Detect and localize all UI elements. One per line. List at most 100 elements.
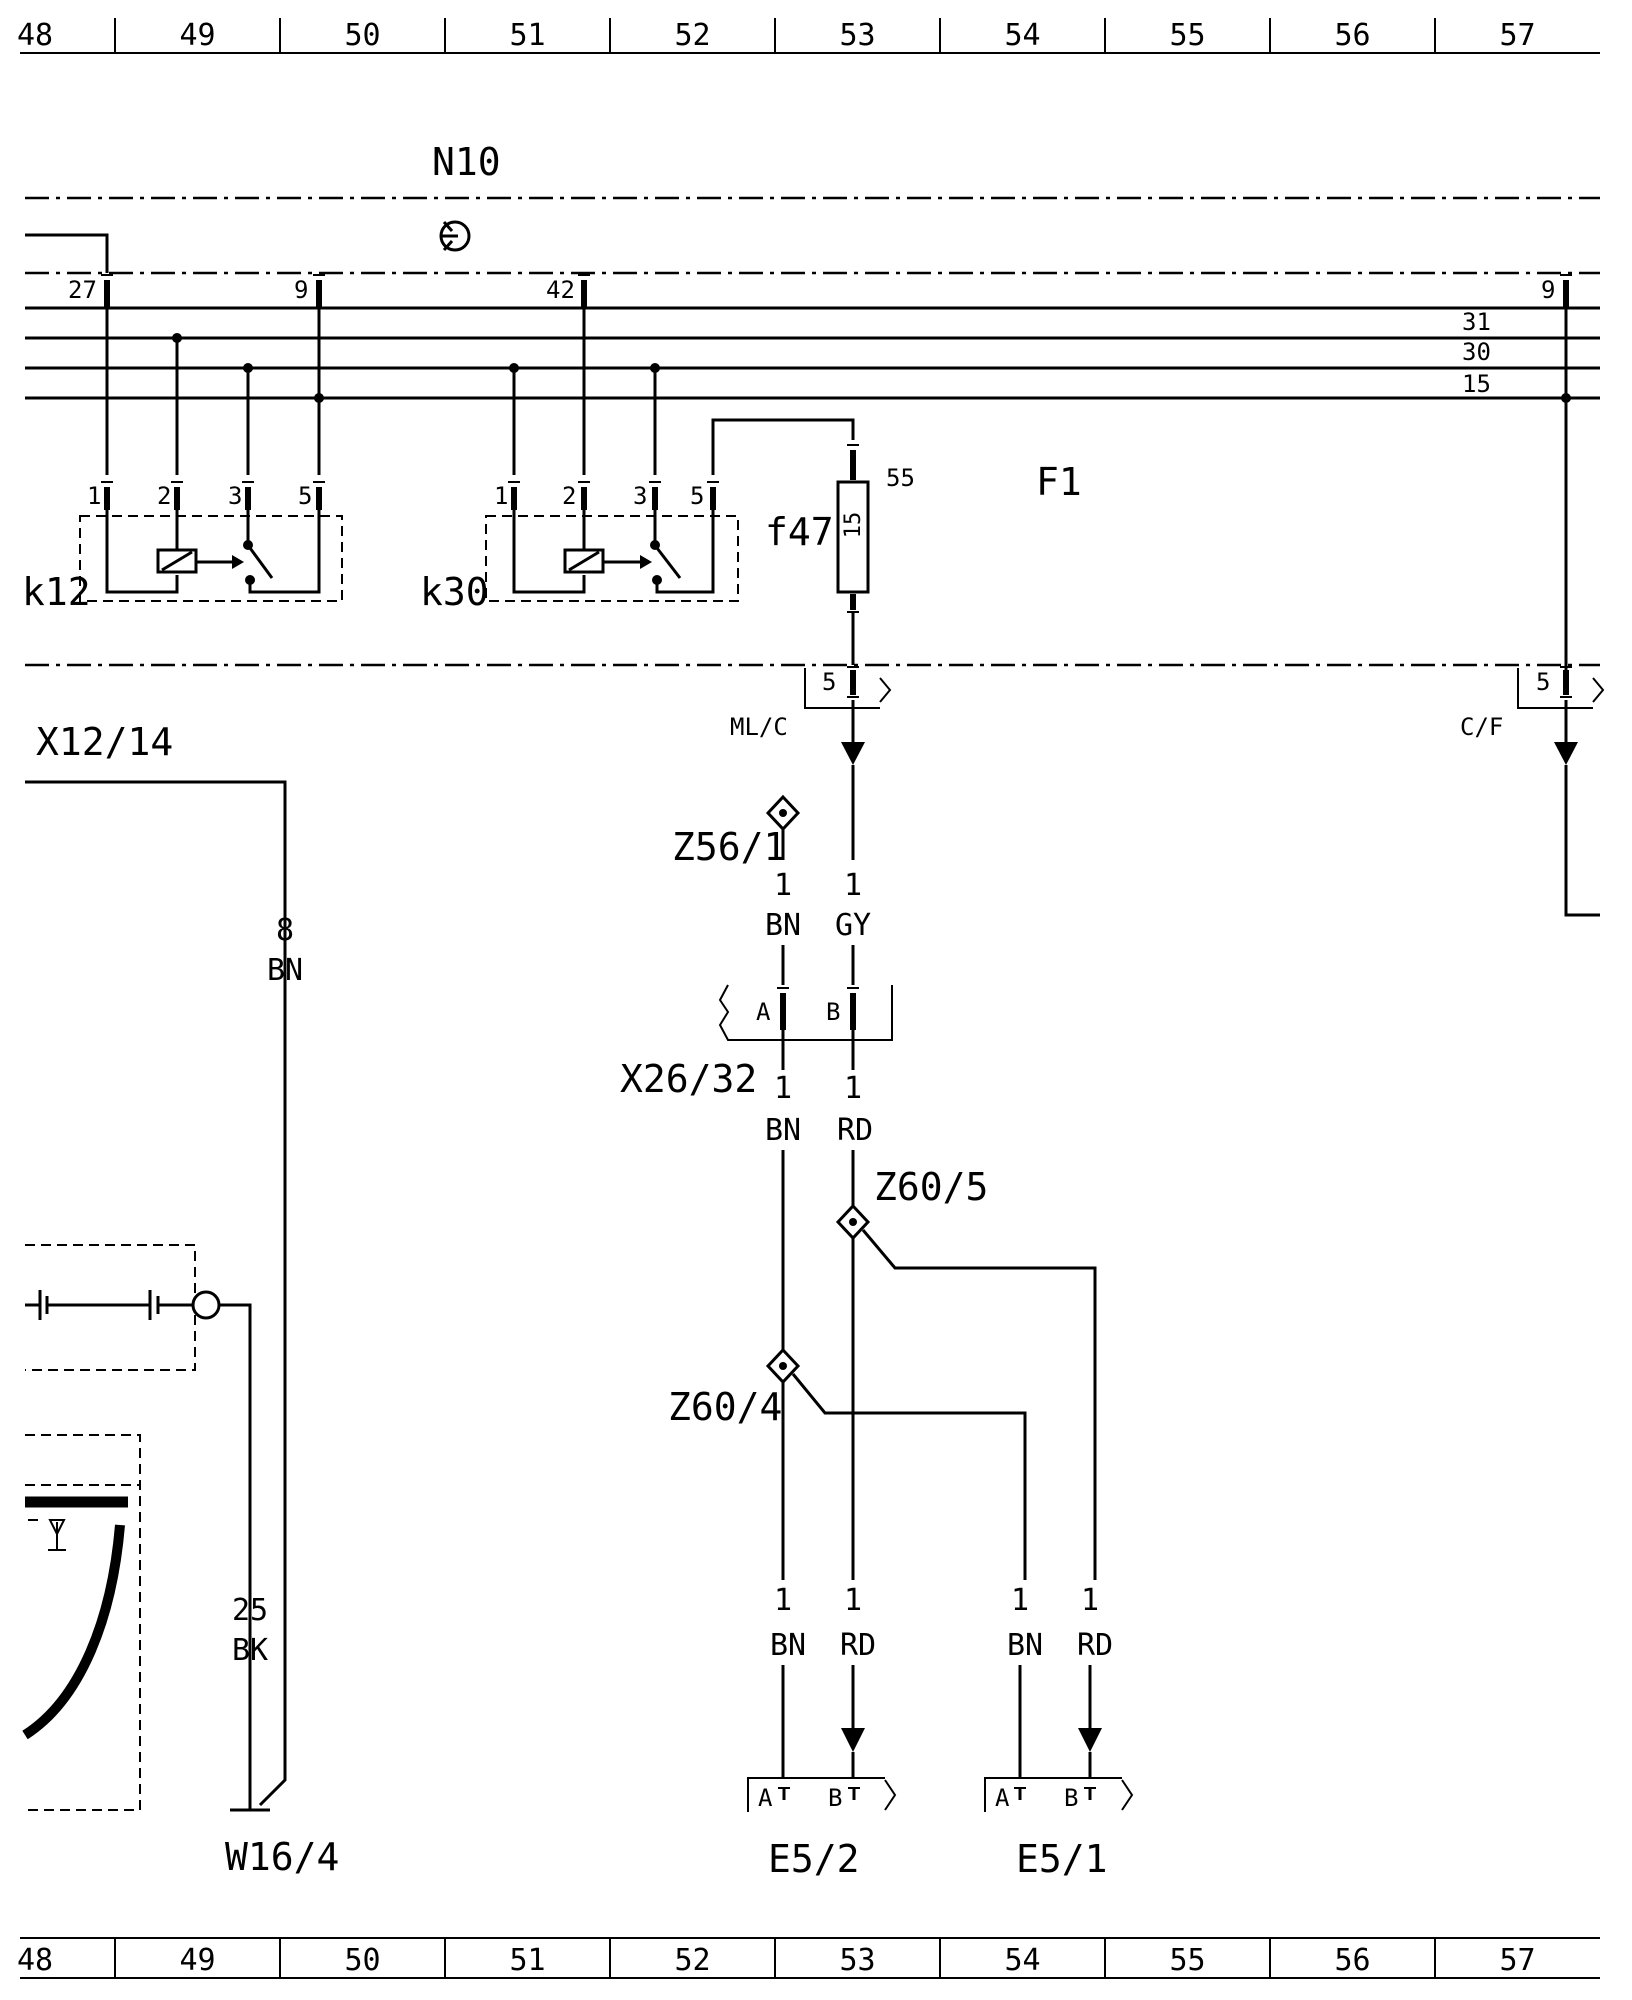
- x26-pin-b: B: [826, 998, 840, 1026]
- w16-4-label: W16/4: [225, 1835, 339, 1879]
- e5-2-pin-b: B: [828, 1784, 842, 1812]
- wire-x12-num: 8: [276, 913, 294, 948]
- f47-label: f47: [765, 510, 834, 554]
- e5-1-pin-a: A: [995, 1784, 1010, 1812]
- k30-pin-1: 1: [494, 482, 508, 510]
- grid-bottom-cell-label: 51: [509, 1943, 545, 1978]
- k12-pin-3: 3: [228, 482, 242, 510]
- wire-e51-b-color: RD: [1077, 1628, 1113, 1663]
- n10-pin-27-label: 27: [68, 276, 97, 304]
- k30-pin-3: 3: [633, 482, 647, 510]
- relay-k30: [485, 363, 855, 602]
- grid-top-cell-label: 53: [839, 18, 875, 53]
- partial-component-left: [25, 1244, 270, 1812]
- grid-top-cell-label: 52: [674, 18, 710, 53]
- grid-bottom-cell-label: 53: [839, 1943, 875, 1978]
- connector-ml-c-pin-5: 5: [822, 668, 836, 696]
- wire-w16-color: BK: [232, 1633, 268, 1668]
- connector-e5-1: [984, 1777, 1134, 1812]
- grid-bottom-cell-label: 48: [17, 1943, 53, 1978]
- f47-rating: 15: [841, 512, 866, 539]
- n10-pin-connectors: [25, 233, 1572, 670]
- wire-x26-b-color: RD: [837, 1113, 873, 1148]
- grid-bottom-cell-label: 50: [344, 1943, 380, 1978]
- relay-k12: [79, 333, 343, 602]
- grid-bottom-cell-label: 57: [1499, 1943, 1535, 1978]
- grid-top-cell-label: 48: [17, 18, 53, 53]
- wire-e52-a-color: BN: [770, 1628, 806, 1663]
- splice-z56-1: [765, 794, 801, 860]
- connector-c-f-pin-5: 5: [1536, 668, 1550, 696]
- n10-pin-9-right-label: 9: [1541, 276, 1555, 304]
- n10-module-boundary: [25, 196, 1600, 667]
- f47-pin-55: 55: [886, 464, 915, 492]
- bus-label-30: 30: [1462, 338, 1491, 366]
- k12-pin-2: 2: [157, 482, 171, 510]
- z60-5-label: Z60/5: [874, 1165, 988, 1209]
- grid-top-cell-label: 57: [1499, 18, 1535, 53]
- wire-e51-a-color: BN: [1007, 1628, 1043, 1663]
- wire-e52-a-num: 1: [774, 1583, 792, 1618]
- grid-top-cell-label: 50: [344, 18, 380, 53]
- f1-label: F1: [1036, 460, 1082, 504]
- wire-e51-b-num: 1: [1081, 1583, 1099, 1618]
- grid-bottom-cell-label: 49: [179, 1943, 215, 1978]
- wire-e52-b-color: RD: [840, 1628, 876, 1663]
- splice-z60-5: [835, 1150, 1097, 1580]
- connector-e5-2: [747, 1777, 897, 1812]
- n10-pin-9-label: 9: [294, 276, 308, 304]
- wires-to-e5: [781, 1665, 1102, 1778]
- x12-14-label: X12/14: [36, 720, 173, 764]
- z56-1-label: Z56/1: [672, 825, 786, 869]
- grid-strip-top: 48 49 50 51 52 53 54 55 56 57: [17, 18, 1600, 54]
- k12-pin-1: 1: [87, 482, 101, 510]
- wire-x12-14: [25, 780, 287, 1807]
- grid-top-cell-label: 56: [1334, 18, 1370, 53]
- fuse-f47: [836, 444, 870, 665]
- grid-bottom-cell-label: 54: [1004, 1943, 1040, 1978]
- module-symbol-icon: [439, 220, 471, 252]
- e5-2-pin-a: A: [758, 1784, 773, 1812]
- wire-z56-color: BN: [765, 908, 801, 943]
- c-f-label: C/F: [1460, 713, 1503, 741]
- wire-ml-num: 1: [844, 868, 862, 903]
- k30-label: k30: [420, 570, 489, 614]
- grid-bottom-cell-label: 52: [674, 1943, 710, 1978]
- k30-pin-2: 2: [562, 482, 576, 510]
- connector-x26-32: [718, 984, 893, 1070]
- wire-z56-num: 1: [774, 868, 792, 903]
- grid-top-cell-label: 49: [179, 18, 215, 53]
- ml-c-label: ML/C: [730, 713, 788, 741]
- grid-bottom-cell-label: 55: [1169, 1943, 1205, 1978]
- wire-x12-color: BN: [267, 953, 303, 988]
- e5-1-pin-b: B: [1064, 1784, 1078, 1812]
- wire-w16-num: 25: [232, 1593, 268, 1628]
- e5-1-label: E5/1: [1016, 1837, 1108, 1881]
- junction-dot: [1561, 393, 1571, 403]
- wire-x26-b-num: 1: [844, 1071, 862, 1106]
- grid-strip-bottom: 48 49 50 51 52 53 54 55 56 57: [17, 1937, 1600, 1979]
- grid-bottom-cell-label: 56: [1334, 1943, 1370, 1978]
- grid-top-cell-label: 54: [1004, 18, 1040, 53]
- wire-e51-a-num: 1: [1011, 1583, 1029, 1618]
- k12-pin-5: 5: [298, 482, 312, 510]
- n10-pin-42-label: 42: [546, 276, 575, 304]
- e5-2-label: E5/2: [768, 1837, 860, 1881]
- connector-c-f: [1517, 666, 1605, 917]
- grid-top-cell-label: 51: [509, 18, 545, 53]
- x26-32-label: X26/32: [620, 1057, 757, 1101]
- x26-pin-a: A: [756, 998, 771, 1026]
- bus-label-15: 15: [1462, 370, 1491, 398]
- wire-x26-a-color: BN: [765, 1113, 801, 1148]
- k30-pin-5: 5: [690, 482, 704, 510]
- n10-label: N10: [432, 140, 501, 184]
- wire-x26-a-num: 1: [774, 1071, 792, 1106]
- k12-label: k12: [22, 570, 91, 614]
- wire-ml-color: GY: [835, 908, 871, 943]
- connector-ml-c: [804, 666, 892, 860]
- bus-label-31: 31: [1462, 308, 1491, 336]
- grid-top-cell-label: 55: [1169, 18, 1205, 53]
- wire-e52-b-num: 1: [844, 1583, 862, 1618]
- splice-z60-4: [765, 1150, 1027, 1580]
